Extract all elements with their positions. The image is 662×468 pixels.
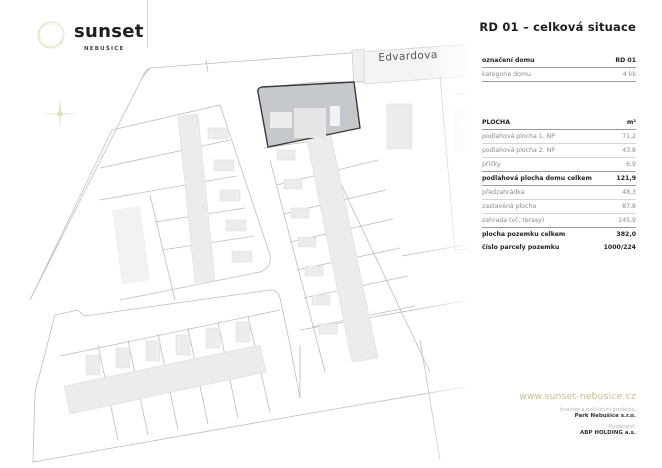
row-label: předzahrádka: [482, 189, 525, 196]
row-value: 382,0: [616, 231, 636, 238]
row-label: kategorie domu: [482, 71, 531, 78]
row-label: zastavěná plocha: [482, 203, 537, 210]
area-row: zahrada (vč. terasy) 245,9: [482, 214, 636, 228]
row-value: 1000/224: [603, 244, 636, 251]
supplier-label: Dodavatel:: [608, 424, 636, 430]
row-label: číslo parcely pozemku: [482, 244, 560, 251]
row-value: 4 kk: [622, 71, 636, 78]
area-row: příčky 6,9: [482, 158, 636, 172]
header-divider: [147, 0, 148, 48]
brand-logo[interactable]: sunset NEBUŠICE: [30, 18, 170, 58]
page-title: RD 01 – celková situace: [479, 20, 636, 34]
footer: www.sunset-nebusice.cz Investor a exkluz…: [519, 392, 636, 436]
row-value: 245,9: [618, 217, 636, 224]
website-link[interactable]: www.sunset-nebusice.cz: [519, 392, 636, 402]
row-label: označení domu: [482, 57, 535, 64]
row-label: příčky: [482, 161, 501, 168]
row-value: 87,8: [622, 203, 636, 210]
row-label: plocha pozemku celkem: [482, 231, 566, 238]
logo-ring-icon: [37, 21, 65, 49]
area-row: podlahová plocha 1. NP 71,2: [482, 130, 636, 144]
house-info-row: označení domu RD 01: [482, 54, 636, 68]
area-table-header: PLOCHA m²: [482, 116, 636, 130]
row-label: podlahová plocha 2. NP: [482, 147, 556, 154]
investor-name: Park Nebušice s.r.o.: [574, 413, 636, 419]
row-label: zahrada (vč. terasy): [482, 217, 545, 224]
area-row-total: plocha pozemku celkem 382,0: [482, 228, 636, 241]
header-unit: m²: [626, 119, 636, 126]
row-label: podlahová plocha 1. NP: [482, 133, 556, 140]
area-row-total: podlahová plocha domu celkem 121,9: [482, 172, 636, 186]
brand-subtitle: NEBUŠICE: [84, 46, 125, 52]
row-label: podlahová plocha domu celkem: [482, 175, 592, 182]
investor-label: Investor a exkluzivní prodejce:: [559, 407, 636, 413]
compass-rose-icon: [42, 98, 78, 130]
house-info-row: kategorie domu 4 kk: [482, 68, 636, 82]
parcel-number-row: číslo parcely pozemku 1000/224: [482, 241, 636, 254]
house-info-table: označení domu RD 01 kategorie domu 4 kk: [482, 54, 636, 82]
brand-name: sunset: [74, 21, 144, 42]
row-value: 121,9: [616, 175, 636, 182]
area-table: PLOCHA m² podlahová plocha 1. NP 71,2 po…: [482, 116, 636, 254]
area-row: zastavěná plocha 87,8: [482, 200, 636, 214]
area-row: podlahová plocha 2. NP 43,8: [482, 144, 636, 158]
row-value: 6,9: [626, 161, 636, 168]
row-value: RD 01: [615, 57, 636, 64]
header-label: PLOCHA: [482, 119, 511, 126]
row-value: 48,3: [622, 189, 636, 196]
row-value: 43,8: [622, 147, 636, 154]
supplier-name: ABP HOLDING a.s.: [580, 430, 636, 436]
row-value: 71,2: [622, 133, 636, 140]
area-row: předzahrádka 48,3: [482, 186, 636, 200]
highlighted-plot-rd01: [257, 81, 361, 148]
